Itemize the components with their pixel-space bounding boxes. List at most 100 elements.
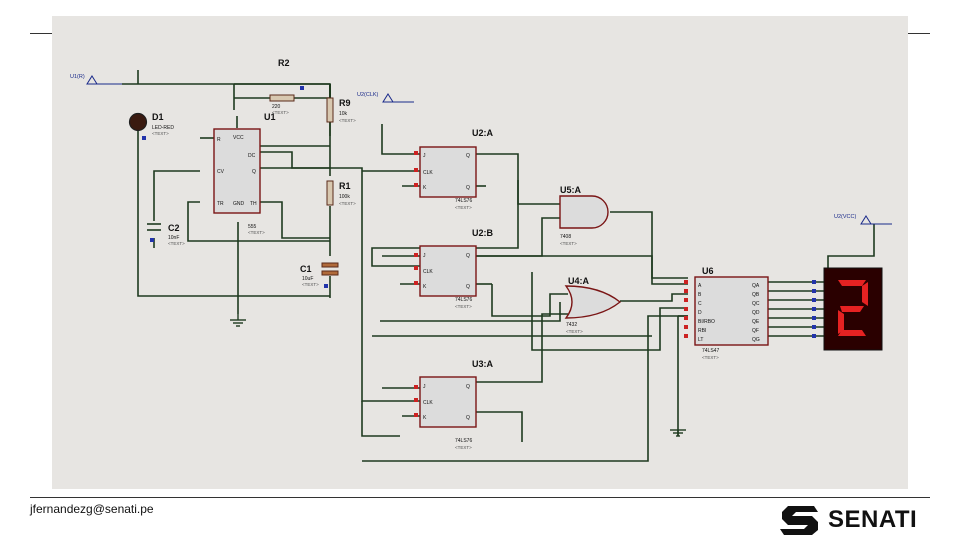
u2b-text: <TEXT> xyxy=(455,304,472,309)
svg-text:B: B xyxy=(698,292,702,298)
top-rule-right xyxy=(908,33,930,34)
segment-g xyxy=(840,306,864,312)
senati-s-logo-icon xyxy=(780,506,818,535)
brand-name: SENATI xyxy=(828,506,918,533)
svg-text:A: A xyxy=(698,283,702,289)
senati-logo: SENATI xyxy=(778,502,930,538)
svg-text:Q: Q xyxy=(252,169,256,175)
svg-text:TH: TH xyxy=(250,201,257,207)
u2a-ref: U2:A xyxy=(472,128,494,138)
top-rule-left xyxy=(30,33,52,34)
c2-value: 10nF xyxy=(168,235,179,241)
c1-value: 10uF xyxy=(302,276,313,282)
svg-text:K: K xyxy=(423,284,427,290)
svg-text:QG: QG xyxy=(752,337,760,343)
svg-text:QF: QF xyxy=(752,328,759,334)
seven-segment-display xyxy=(823,267,883,351)
svg-text:BI/RBO: BI/RBO xyxy=(698,319,715,325)
svg-text:RBI: RBI xyxy=(698,328,706,334)
svg-text:K: K xyxy=(423,185,427,191)
or-gate-u4a: U4:A 7432 <TEXT> xyxy=(564,276,622,334)
u4a-value: 7432 xyxy=(566,322,577,328)
svg-text:Q: Q xyxy=(466,153,470,159)
svg-text:QC: QC xyxy=(752,301,760,307)
d1-text: <TEXT> xyxy=(152,131,169,136)
svg-text:CLK: CLK xyxy=(423,269,433,275)
u1-text: <TEXT> xyxy=(248,230,265,235)
and-gate-u5a: U5:A 7408 <TEXT> xyxy=(559,185,609,246)
u3a-ref: U3:A xyxy=(472,359,494,369)
u6-value: 74LS47 xyxy=(702,348,719,354)
svg-text:CLK: CLK xyxy=(423,400,433,406)
ic-u2a-flipflop: U2:A 74LS76 <TEXT> J CLK K Q Q xyxy=(419,128,494,210)
u3a-text: <TEXT> xyxy=(455,445,472,450)
svg-text:D: D xyxy=(698,310,702,316)
svg-text:Q: Q xyxy=(466,384,470,390)
u2b-value: 74LS76 xyxy=(455,297,472,303)
u6-ref: U6 xyxy=(702,266,714,276)
u2b-ref: U2:B xyxy=(472,228,494,238)
u1-ref: U1 xyxy=(264,112,276,122)
segment-a xyxy=(838,280,866,286)
svg-text:J: J xyxy=(423,253,426,259)
terminal-u2-label: U2(CLK) xyxy=(357,92,379,98)
d1-value: LED-RED xyxy=(152,125,174,131)
ic-u1-555: U1 555 <TEXT> R VCC DC CV TR GND TH Q xyxy=(213,112,276,235)
segment-b xyxy=(862,282,868,306)
c2-ref: C2 xyxy=(168,223,180,233)
ic-u2b-flipflop: U2:B 74LS76 <TEXT> J CLK K Q Q xyxy=(419,228,494,309)
u5a-text: <TEXT> xyxy=(560,241,577,246)
u3a-value: 74LS76 xyxy=(455,438,472,444)
r1-ref: R1 xyxy=(339,181,351,191)
r2-text: <TEXT> xyxy=(272,110,289,115)
c1-text: <TEXT> xyxy=(302,282,319,287)
svg-text:Q: Q xyxy=(466,415,470,421)
u2a-text: <TEXT> xyxy=(455,205,472,210)
r1-value: 100k xyxy=(339,194,350,200)
terminal-u2: U2(CLK) xyxy=(357,92,414,103)
svg-text:C: C xyxy=(698,301,702,307)
svg-text:QD: QD xyxy=(752,310,760,316)
circuit-schematic: U1(R) U2(CLK) U2(VCC) R2 220 <TEXT> R9 1… xyxy=(70,58,892,462)
svg-text:VCC: VCC xyxy=(233,135,244,141)
segment-d xyxy=(838,330,866,336)
d1-ref: D1 xyxy=(152,112,164,122)
capacitor-c1: C1 10uF <TEXT> xyxy=(300,262,339,287)
terminal-u1-label: U1(R) xyxy=(70,74,85,80)
pin-markers xyxy=(142,86,816,417)
terminal-u1: U1(R) xyxy=(70,74,122,85)
svg-text:TR: TR xyxy=(217,201,224,207)
svg-text:CV: CV xyxy=(217,169,225,175)
svg-text:J: J xyxy=(423,153,426,159)
resistor-r2: R2 220 <TEXT> xyxy=(269,58,295,115)
led-d1: D1 LED-RED <TEXT> xyxy=(128,112,174,136)
segment-e xyxy=(838,310,844,334)
svg-text:QE: QE xyxy=(752,319,760,325)
svg-text:LT: LT xyxy=(698,337,703,343)
c2-text: <TEXT> xyxy=(168,241,185,246)
terminal-u3-label: U2(VCC) xyxy=(834,214,856,220)
u1-value: 555 xyxy=(248,224,257,230)
ic-u3a-flipflop: U3:A 74LS76 <TEXT> J CLK K Q Q xyxy=(419,359,494,450)
wires xyxy=(122,70,875,462)
capacitor-c2: C2 10nF <TEXT> xyxy=(147,223,185,246)
ground-symbols xyxy=(230,314,686,437)
svg-text:QA: QA xyxy=(752,283,760,289)
svg-text:Q: Q xyxy=(466,185,470,191)
svg-text:Q: Q xyxy=(466,253,470,259)
bottom-rule xyxy=(30,497,930,498)
resistor-r1: R1 100k <TEXT> xyxy=(326,180,356,206)
u2a-value: 74LS76 xyxy=(455,198,472,204)
svg-text:DC: DC xyxy=(248,153,256,159)
u5a-value: 7408 xyxy=(560,234,571,240)
svg-text:GND: GND xyxy=(233,201,245,207)
c1-ref: C1 xyxy=(300,264,312,274)
svg-text:K: K xyxy=(423,415,427,421)
r2-ref: R2 xyxy=(278,58,290,68)
u5a-ref: U5:A xyxy=(560,185,582,195)
ic-u6-decoder: U6 74LS47 <TEXT> A B C D BI/RBO RBI LT Q… xyxy=(694,266,769,360)
svg-text:Q: Q xyxy=(466,284,470,290)
svg-text:R: R xyxy=(217,137,221,143)
footer-email: jfernandezg@senati.pe xyxy=(30,502,154,516)
r9-value: 10k xyxy=(339,111,348,117)
